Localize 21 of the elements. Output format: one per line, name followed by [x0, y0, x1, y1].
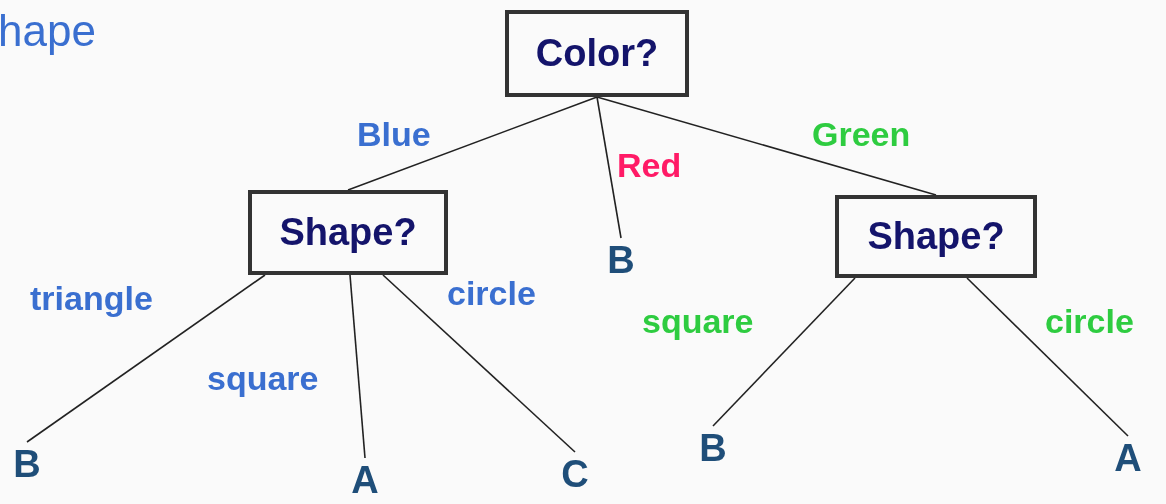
leaf-label: B: [4, 442, 50, 486]
connector-line: [26, 274, 266, 443]
connector-line: [349, 274, 366, 459]
question-text: Shape?: [279, 211, 417, 254]
decision-box: [835, 195, 1037, 278]
question-text: Shape?: [867, 215, 1005, 258]
connector-line: [347, 96, 598, 191]
leaf-label: A: [1105, 436, 1151, 480]
leaf-label: B: [598, 238, 644, 282]
connector-line: [382, 274, 576, 453]
leaf-label: C: [552, 452, 598, 496]
connector-line: [596, 96, 937, 196]
connector-line: [966, 277, 1129, 437]
connector-line: [712, 277, 856, 427]
decision-box: [505, 10, 689, 97]
leaf-label: A: [342, 458, 388, 502]
decision-box: [248, 190, 448, 275]
leaf-label: B: [690, 426, 736, 470]
connector-line: [596, 96, 622, 239]
cut-off-heading: hape: [0, 6, 96, 56]
question-text: Color?: [535, 32, 659, 75]
